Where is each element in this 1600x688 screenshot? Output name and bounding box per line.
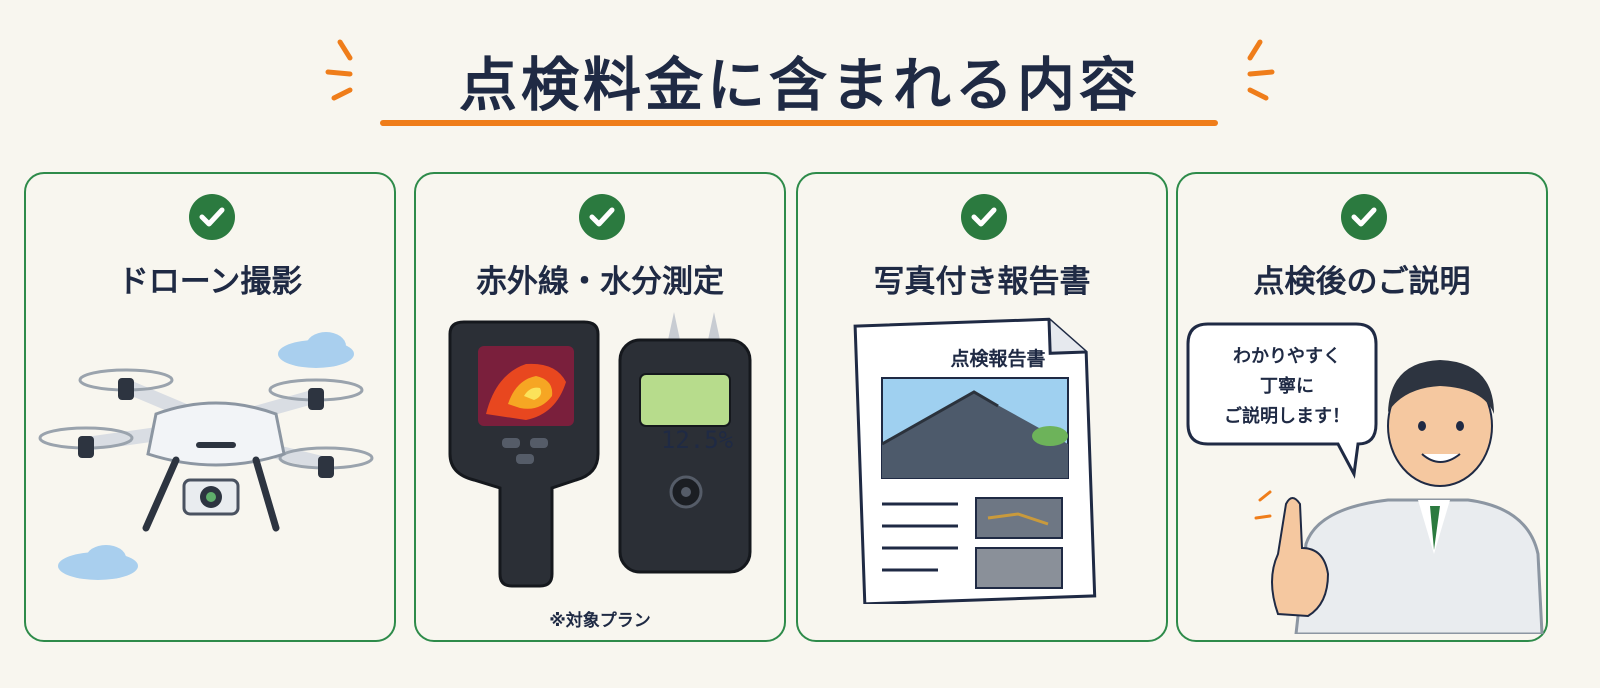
card-label: 写真付き報告書 <box>873 264 1091 300</box>
card-label: ドローン撮影 <box>117 264 303 300</box>
card-label: 点検後のご説明 <box>1253 264 1471 300</box>
title-underline <box>380 120 1218 126</box>
card-drone: ドローン撮影 <box>24 172 396 642</box>
speech-line: わかりやすく <box>1233 346 1341 367</box>
speech-bubble: わかりやすく 丁寧に ご説明します！ <box>1202 342 1372 432</box>
speech-line: ご説明します！ <box>1224 406 1350 427</box>
card-label: 赤外線・水分測定 <box>476 264 724 300</box>
thermal-camera-icon <box>448 312 752 588</box>
card-report: 写真付き報告書 点検報告書 <box>796 172 1168 642</box>
check-icon <box>1341 194 1387 240</box>
staff-explaining-icon <box>1186 322 1544 634</box>
drone-icon <box>38 332 374 580</box>
meter-reading: 12.5% <box>660 426 734 454</box>
speech-line: 丁寧に <box>1260 376 1314 397</box>
check-icon <box>579 194 625 240</box>
report-title: 点検報告書 <box>950 348 1046 370</box>
card-explanation: 点検後のご説明 わかりやすく 丁寧に ご説明します！ <box>1176 172 1548 642</box>
page-title: 点検料金に含まれる内容 <box>458 51 1141 119</box>
plan-note: ※対象プラン <box>549 611 651 631</box>
card-thermal: 赤外線・水分測定 12.5% ※対象プラン <box>414 172 786 642</box>
header: 点検料金に含まれる内容 <box>0 24 1600 134</box>
check-icon <box>189 194 235 240</box>
check-icon <box>961 194 1007 240</box>
report-document-icon <box>853 317 1097 604</box>
sparkle-right-icon <box>1247 39 1275 101</box>
sparkle-left-icon <box>325 39 353 101</box>
